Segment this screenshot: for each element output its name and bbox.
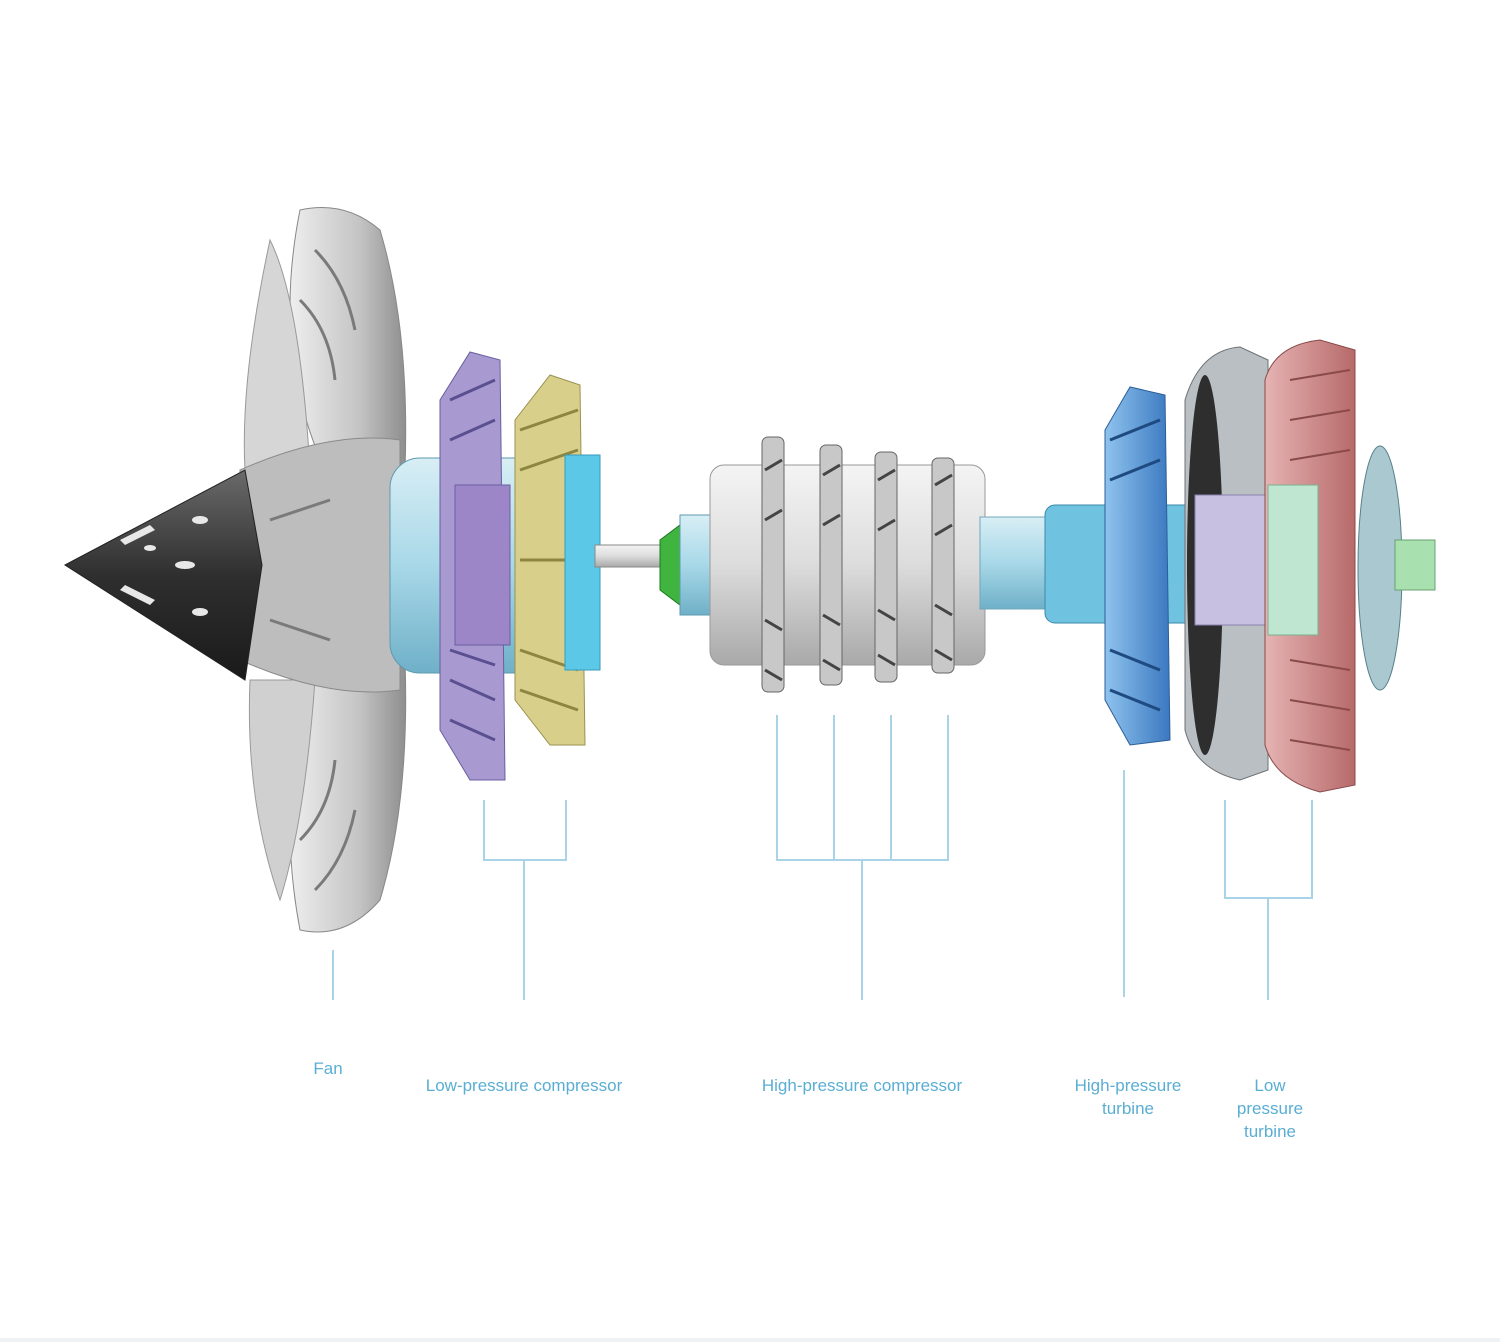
label-line: High-pressure [1074, 1076, 1182, 1095]
lpt-leader [1224, 800, 1313, 1000]
label-high-pressure-compressor: High-pressure compressor [761, 1076, 963, 1095]
label-line: Low [1254, 1076, 1286, 1095]
hpc-blade-rows [761, 436, 955, 693]
label-high-pressure-turbine: High-pressure turbine [1075, 1074, 1182, 1120]
label-fan: Fan [313, 1059, 343, 1078]
high-pressure-compressor [679, 436, 986, 693]
label-low-pressure-compressor: Low-pressure compressor [425, 1076, 623, 1095]
label-line: turbine [1102, 1099, 1154, 1118]
fan-assembly [64, 207, 407, 933]
fan-blade-mid [239, 437, 401, 693]
lp-shaft-end [1394, 539, 1436, 591]
label-line: turbine [1244, 1122, 1296, 1141]
fan-blade-lower-2 [248, 679, 316, 902]
label-line: pressure [1236, 1099, 1304, 1118]
low-pressure-compressor [389, 351, 601, 781]
bottom-border [0, 1338, 1500, 1342]
leader-lines [332, 715, 1313, 1000]
label-low-pressure-turbine: Low pressure turbine [1237, 1074, 1303, 1143]
lpc-leader [483, 800, 567, 1000]
high-pressure-shaft [979, 516, 1056, 610]
high-pressure-turbine [1044, 386, 1206, 746]
low-pressure-turbine [1184, 339, 1436, 793]
hpc-leader [776, 715, 949, 1000]
nose-cone [64, 469, 263, 681]
